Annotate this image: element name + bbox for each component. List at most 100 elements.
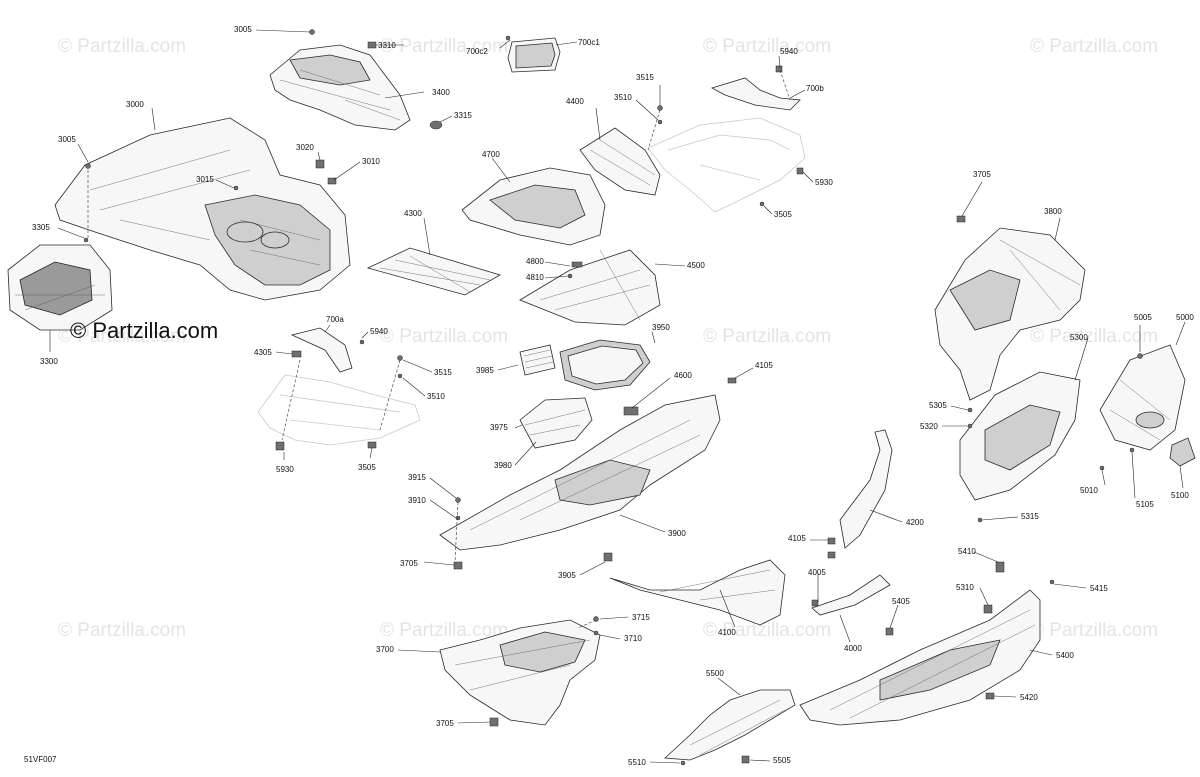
part-700b-bracket <box>710 77 801 111</box>
part-3000-dash-frame <box>54 117 351 301</box>
watermark: © Partzilla.com <box>703 36 831 57</box>
callout-label: 4000 <box>844 644 862 653</box>
part-3950-gasket <box>559 339 651 391</box>
watermark: © Partzilla.com <box>58 36 186 57</box>
callout-label: 5410 <box>958 547 976 556</box>
callout-label: 5320 <box>920 422 938 431</box>
callout-label: 3505 <box>358 463 376 472</box>
callout-label: 3900 <box>668 529 686 538</box>
watermark: © Partzilla.com <box>380 620 508 641</box>
callout-label: 3505 <box>774 210 792 219</box>
part-700a-bracket <box>290 327 353 373</box>
callout-label: 3985 <box>476 366 494 375</box>
part-ghost-right-side <box>647 117 806 213</box>
part-4100-long-trim <box>609 559 786 626</box>
callout-label: 5500 <box>706 669 724 678</box>
callout-label: 700c2 <box>466 47 488 56</box>
part-4700-cover <box>461 167 606 246</box>
callout-label: 3315 <box>454 111 472 120</box>
callout-label: 3515 <box>434 368 452 377</box>
watermark: © Partzilla.com <box>1030 36 1158 57</box>
callout-label: 4800 <box>526 257 544 266</box>
part-3700-lower-bracket <box>439 619 601 726</box>
callout-label: 4105 <box>755 361 773 370</box>
drawing-code: 51VF007 <box>24 755 57 764</box>
part-3800-console <box>934 227 1086 401</box>
callout-label: 5100 <box>1171 491 1189 500</box>
callout-label: 3000 <box>126 100 144 109</box>
callout-label: 3010 <box>362 157 380 166</box>
callout-label: 5000 <box>1176 313 1194 322</box>
partzilla-brand-watermark: © Partzilla.com <box>70 318 218 343</box>
callout-label: 4100 <box>718 628 736 637</box>
watermark: © Partzilla.com <box>1030 326 1158 347</box>
callout-label: 3310 <box>378 41 396 50</box>
watermark: © Partzilla.com <box>380 326 508 347</box>
watermark: © Partzilla.com <box>58 326 186 347</box>
callout-label: 3700 <box>376 645 394 654</box>
callout-label: 3305 <box>32 223 50 232</box>
watermark: © Partzilla.com <box>58 620 186 641</box>
part-4300-mat <box>366 247 502 296</box>
callout-label: 5415 <box>1090 584 1108 593</box>
callout-label: 3705 <box>400 559 418 568</box>
part-4000-strip <box>811 574 891 616</box>
callout-label: 700b <box>806 84 824 93</box>
callout-label: 5940 <box>370 327 388 336</box>
callout-label: 4005 <box>808 568 826 577</box>
callout-label: 5400 <box>1056 651 1074 660</box>
callout-label: 3015 <box>196 175 214 184</box>
part-5100-clip <box>1169 437 1196 467</box>
callout-label: 3910 <box>408 496 426 505</box>
callout-label: 4300 <box>404 209 422 218</box>
callout-label: 3715 <box>632 613 650 622</box>
callout-label: 3710 <box>624 634 642 643</box>
callout-label: 3020 <box>296 143 314 152</box>
callout-label: 5420 <box>1020 693 1038 702</box>
callout-label: 3800 <box>1044 207 1062 216</box>
callout-label: 5300 <box>1070 333 1088 342</box>
callout-labels: 3005 3310 700c2 700c1 5940 3000 3400 351… <box>32 25 1194 767</box>
callout-label: 5005 <box>1134 313 1152 322</box>
callout-label: 3510 <box>614 93 632 102</box>
callout-label: 3705 <box>973 170 991 179</box>
part-ghost-left-side <box>257 374 421 446</box>
callout-label: 4500 <box>687 261 705 270</box>
callout-label: 4400 <box>566 97 584 106</box>
watermark-layer: © Partzilla.com © Partzilla.com © Partzi… <box>58 36 1158 641</box>
callout-label: 3905 <box>558 571 576 580</box>
part-3300-side-module <box>7 244 113 331</box>
callout-label: 4600 <box>674 371 692 380</box>
part-3975-box <box>519 397 593 449</box>
watermark: © Partzilla.com <box>703 620 831 641</box>
callout-label: 3510 <box>427 392 445 401</box>
part-4200-trim <box>839 429 893 549</box>
callout-label: 3005 <box>234 25 252 34</box>
callout-label: 3300 <box>40 357 58 366</box>
callout-label: 5305 <box>929 401 947 410</box>
watermark: © Partzilla.com <box>703 326 831 347</box>
callout-label: 5315 <box>1021 512 1039 521</box>
callout-label: 5505 <box>773 756 791 765</box>
callout-label: 3705 <box>436 719 454 728</box>
part-3900-main-console <box>439 394 721 551</box>
part-3985-filter <box>519 344 556 376</box>
callout-label: 4305 <box>254 348 272 357</box>
callout-label: 4810 <box>526 273 544 282</box>
callout-label: 5510 <box>628 758 646 767</box>
callout-label: 4105 <box>788 534 806 543</box>
callout-label: 3400 <box>432 88 450 97</box>
leader-lines <box>49 29 1186 764</box>
callout-label: 3915 <box>408 473 426 482</box>
callout-label: 3515 <box>636 73 654 82</box>
callout-label: 4700 <box>482 150 500 159</box>
callout-label: 3950 <box>652 323 670 332</box>
callout-label: 3005 <box>58 135 76 144</box>
callout-label: 3975 <box>490 423 508 432</box>
callout-label: 5310 <box>956 583 974 592</box>
part-5300-housing <box>959 371 1081 501</box>
callout-label: 3980 <box>494 461 512 470</box>
callout-label: 5940 <box>780 47 798 56</box>
